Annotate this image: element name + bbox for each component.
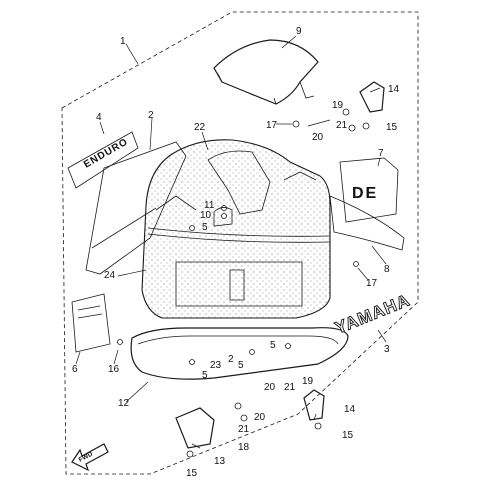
callout-6: 6 xyxy=(72,364,78,375)
callout-15c: 15 xyxy=(186,468,198,479)
callout-20a: 20 xyxy=(312,132,324,143)
callout-22: 22 xyxy=(194,122,206,133)
callout-24: 24 xyxy=(104,270,116,281)
top-cowling-part xyxy=(141,139,331,319)
top-cover-part xyxy=(213,39,319,105)
callout-21a: 21 xyxy=(336,120,348,131)
callout-23: 23 xyxy=(210,360,222,371)
callout-5b: 5 xyxy=(270,340,276,351)
callout-17b: 17 xyxy=(366,278,378,289)
callout-2b: 2 xyxy=(228,354,234,365)
forward-arrow-label: FWD xyxy=(78,450,95,463)
callout-19b: 19 xyxy=(302,376,314,387)
bottom-seal-part xyxy=(130,327,349,380)
side-badge-decal: ENDURO xyxy=(67,131,139,189)
side-badge-text: ENDURO xyxy=(82,136,130,170)
callout-16: 16 xyxy=(108,364,120,375)
screws-and-grommets xyxy=(117,120,359,365)
callout-4: 4 xyxy=(96,112,102,123)
callout-19a: 19 xyxy=(332,100,344,111)
assembly-boundary-outline xyxy=(61,11,419,475)
callout-14a: 14 xyxy=(388,84,400,95)
callout-2a: 2 xyxy=(148,110,154,121)
callout-3: 3 xyxy=(384,344,390,355)
forward-arrow: FWD xyxy=(71,443,109,472)
callout-15a: 15 xyxy=(386,122,398,133)
yamaha-decal-text: YAMAHA xyxy=(332,290,412,337)
callout-labels: 1 9 14 19 21 15 20 17 4 2 22 7 11 10 5 2… xyxy=(72,26,400,479)
side-panel-right-part xyxy=(329,195,405,251)
callout-21c: 21 xyxy=(238,424,250,435)
callout-11: 11 xyxy=(204,200,215,211)
callout-10: 10 xyxy=(200,210,212,221)
callout-15b: 15 xyxy=(342,430,354,441)
callout-13: 13 xyxy=(214,456,226,467)
leader-lines xyxy=(75,35,387,449)
callout-14b: 14 xyxy=(344,404,356,415)
callout-17a: 17 xyxy=(266,120,278,131)
warning-plate-part xyxy=(71,293,111,353)
model-badge-decal: DE xyxy=(339,157,399,223)
latch-bracket-lower-part xyxy=(175,389,325,458)
callout-18: 18 xyxy=(238,442,250,453)
callout-20b: 20 xyxy=(264,382,276,393)
yamaha-decal: YAMAHA xyxy=(332,290,413,338)
callout-5a: 5 xyxy=(202,222,208,233)
callout-8: 8 xyxy=(384,264,390,275)
latch-bracket-upper-part xyxy=(342,81,385,132)
callout-12: 12 xyxy=(118,398,130,409)
side-panel-left-part xyxy=(85,141,187,275)
callout-5c: 5 xyxy=(238,360,244,371)
callout-5d: 5 xyxy=(202,370,208,381)
callout-9: 9 xyxy=(296,26,302,37)
callout-7: 7 xyxy=(378,148,384,159)
callout-21b: 21 xyxy=(284,382,296,393)
callout-1: 1 xyxy=(120,36,126,47)
model-badge-text: DE xyxy=(352,185,378,202)
callout-20c: 20 xyxy=(254,412,266,423)
